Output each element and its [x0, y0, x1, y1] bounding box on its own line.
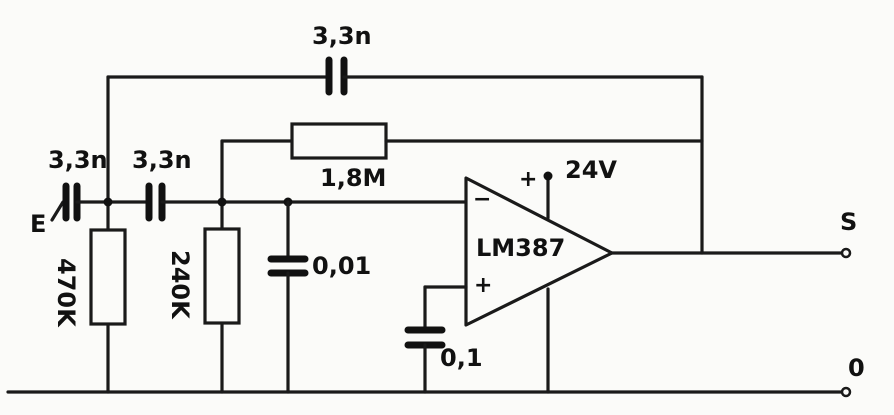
input-lead — [50, 200, 65, 222]
shunt-capacitor-label: 0,01 — [312, 252, 371, 280]
supply-node — [543, 171, 553, 181]
supply-voltage-label: 24V — [565, 156, 617, 184]
inverting-input-sign: − — [473, 187, 491, 212]
resistor-470k — [89, 228, 127, 326]
output-terminal[interactable] — [840, 247, 852, 259]
feedback-capacitor-label: 3,3n — [312, 22, 372, 50]
opamp-lm387 — [464, 176, 614, 327]
ground-terminal-label: 0 — [848, 354, 865, 382]
feedback-resistor-label: 1,8M — [320, 164, 386, 192]
bypass-capacitor-label: 0,1 — [440, 344, 483, 372]
input-capacitor-label: 3,3n — [48, 146, 108, 174]
ground-terminal[interactable] — [840, 386, 852, 398]
junction-node-a — [103, 197, 113, 207]
output-terminal-label: S — [840, 208, 857, 236]
non-inverting-input-sign: + — [474, 273, 492, 298]
input-terminal-label: E — [30, 210, 46, 238]
junction-node-b — [217, 197, 227, 207]
resistor-240k-label: 240K — [166, 250, 194, 320]
opamp-label: LM387 — [476, 234, 565, 262]
resistor-240k — [203, 227, 241, 325]
series-capacitor-label: 3,3n — [132, 146, 192, 174]
supply-plus-sign: + — [519, 167, 537, 192]
resistor-470k-label: 470K — [52, 258, 80, 328]
resistor-1-8m — [290, 122, 388, 160]
